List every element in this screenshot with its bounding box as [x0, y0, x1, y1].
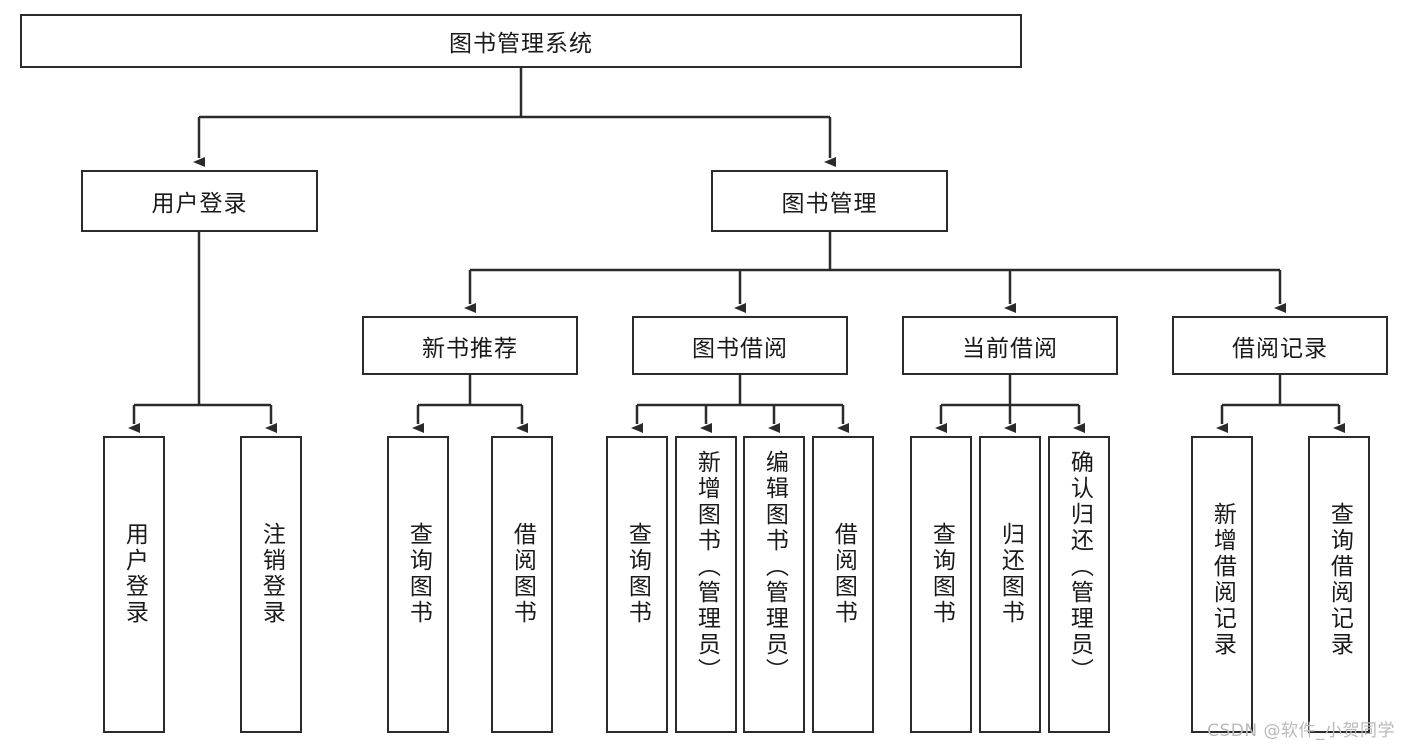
node-book-borrow[interactable]: 图书借阅: [632, 316, 848, 375]
node-leaf-nb-borrow-book[interactable]: 借阅图书: [491, 436, 553, 733]
node-leaf-bb-edit-book-label: 编辑图书（管理员）: [761, 450, 788, 684]
node-leaf-br-query-record[interactable]: 查询借阅记录: [1308, 436, 1370, 733]
node-leaf-user-login[interactable]: 用户登录: [103, 436, 165, 733]
node-leaf-bb-edit-book[interactable]: 编辑图书（管理员）: [743, 436, 805, 733]
node-user-login[interactable]: 用户登录: [81, 170, 318, 232]
node-borrow-record[interactable]: 借阅记录: [1172, 316, 1388, 375]
node-leaf-br-add-record[interactable]: 新增借阅记录: [1191, 436, 1253, 733]
node-leaf-br-add-record-label: 新增借阅记录: [1209, 502, 1236, 658]
node-book-manage-label: 图书管理: [781, 191, 878, 217]
node-leaf-bb-borrow-book-label: 借阅图书: [830, 522, 857, 626]
node-root[interactable]: 图书管理系统: [20, 14, 1022, 68]
node-leaf-bb-add-book[interactable]: 新增图书（管理员）: [675, 436, 737, 733]
node-new-book[interactable]: 新书推荐: [362, 316, 578, 375]
node-book-manage[interactable]: 图书管理: [711, 170, 948, 232]
node-leaf-cb-return-book[interactable]: 归还图书: [979, 436, 1041, 733]
node-current-borrow-label: 当前借阅: [962, 335, 1058, 362]
node-user-login-label: 用户登录: [151, 191, 248, 217]
node-leaf-cb-query-book[interactable]: 查询图书: [910, 436, 972, 733]
node-leaf-cb-confirm-return[interactable]: 确认归还（管理员）: [1048, 436, 1110, 733]
node-root-label: 图书管理系统: [449, 31, 593, 57]
node-leaf-nb-borrow-book-label: 借阅图书: [509, 522, 536, 626]
node-book-borrow-label: 图书借阅: [692, 335, 788, 362]
node-leaf-cb-query-book-label: 查询图书: [928, 522, 955, 626]
node-leaf-bb-query-book-label: 查询图书: [624, 522, 651, 626]
node-leaf-logout-label: 注销登录: [258, 522, 285, 626]
node-borrow-record-label: 借阅记录: [1232, 335, 1328, 362]
node-leaf-bb-add-book-label: 新增图书（管理员）: [693, 450, 720, 684]
node-new-book-label: 新书推荐: [422, 335, 518, 362]
node-leaf-nb-query-book[interactable]: 查询图书: [387, 436, 449, 733]
node-current-borrow[interactable]: 当前借阅: [902, 316, 1118, 375]
node-leaf-br-query-record-label: 查询借阅记录: [1326, 502, 1353, 658]
node-leaf-cb-confirm-return-label: 确认归还（管理员）: [1066, 450, 1093, 684]
node-leaf-cb-return-book-label: 归还图书: [997, 522, 1024, 626]
node-leaf-logout[interactable]: 注销登录: [240, 436, 302, 733]
node-leaf-nb-query-book-label: 查询图书: [405, 522, 432, 626]
node-leaf-bb-borrow-book[interactable]: 借阅图书: [812, 436, 874, 733]
node-leaf-user-login-label: 用户登录: [121, 522, 148, 626]
csdn-watermark: CSDN @软件_小贺同学: [1207, 721, 1395, 741]
node-leaf-bb-query-book[interactable]: 查询图书: [606, 436, 668, 733]
